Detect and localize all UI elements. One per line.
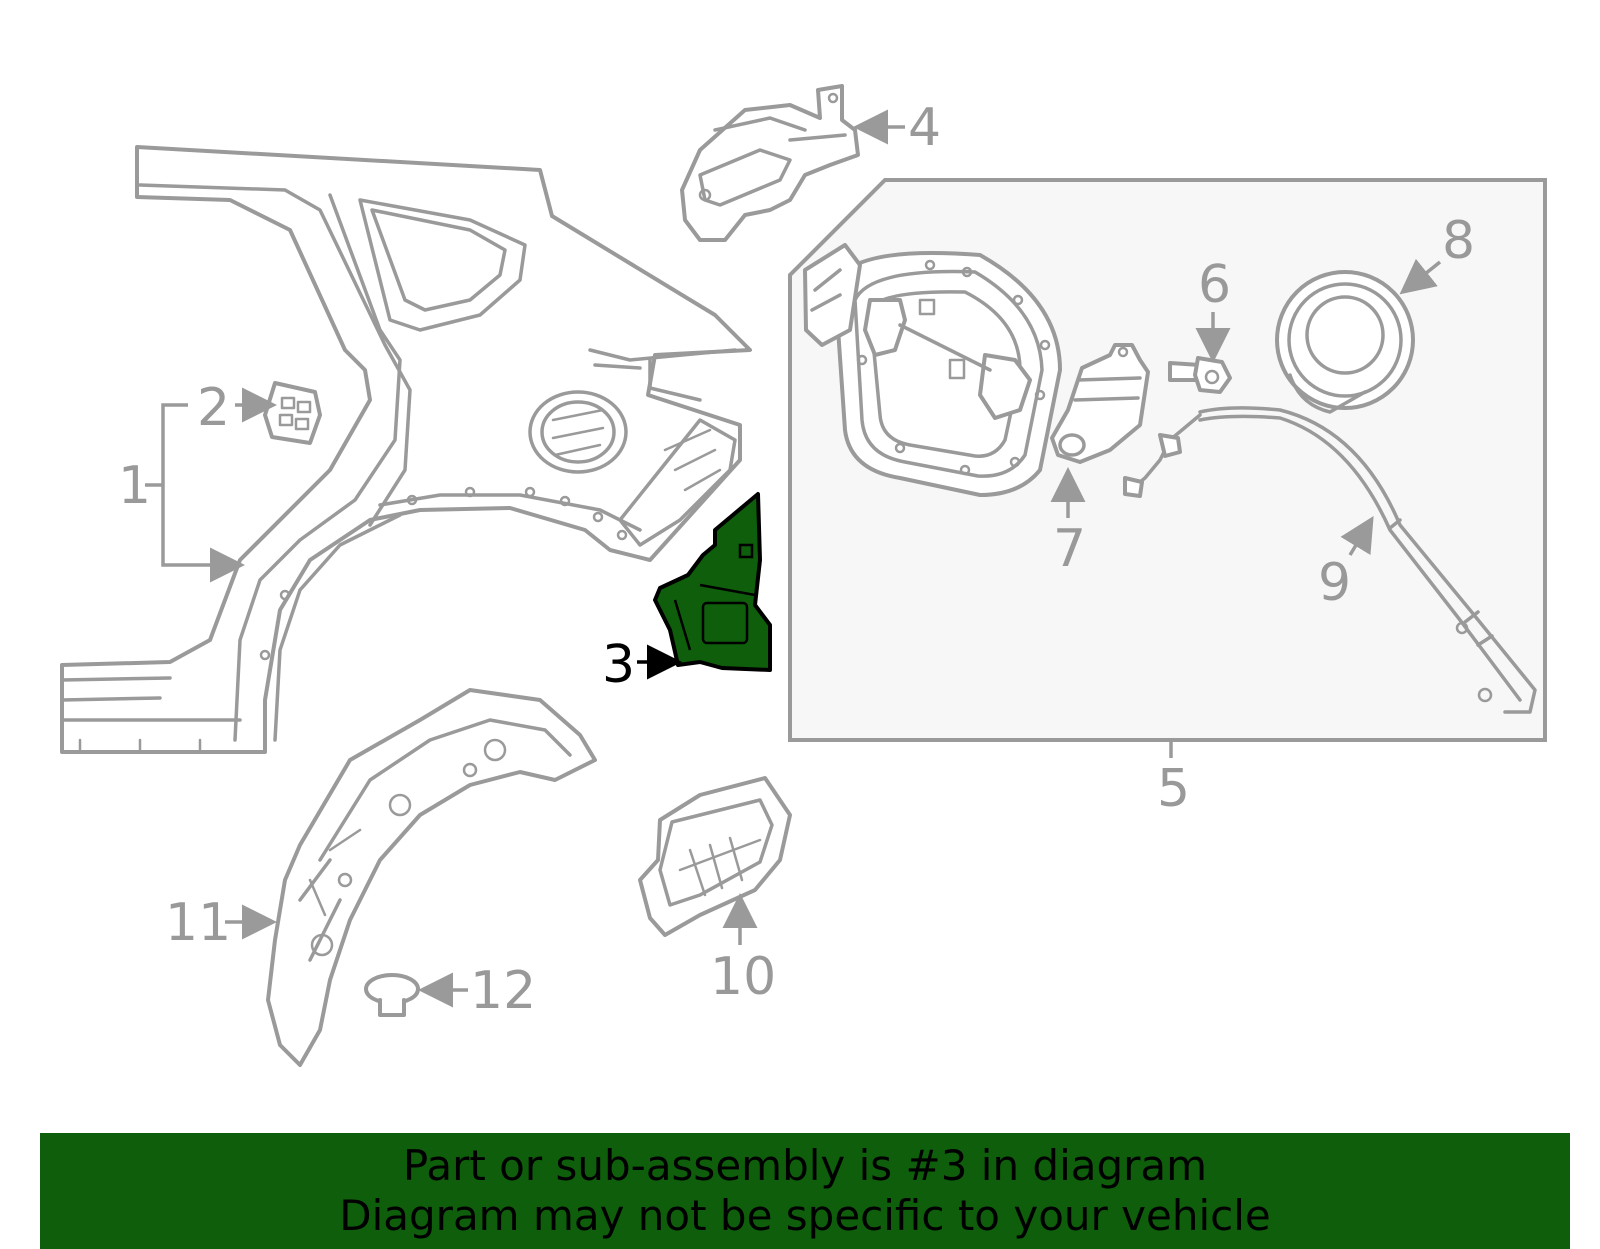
- bolt-part-6: [1168, 356, 1232, 394]
- clip-part-12: [364, 973, 420, 1017]
- callout-1: 1: [118, 456, 151, 516]
- quarter-panel-part-1: [60, 145, 752, 754]
- callout-8: 8: [1442, 211, 1475, 271]
- callout-3: 3: [602, 635, 635, 695]
- callout-10: 10: [710, 947, 776, 1007]
- callout-12: 12: [470, 961, 536, 1021]
- banner-line-1: Part or sub-assembly is #3 in diagram: [402, 1141, 1208, 1190]
- fuel-door-assembly-inset-part-5: [788, 178, 1547, 742]
- wheel-house-liner-part-11: [266, 688, 597, 1067]
- callout-2: 2: [197, 378, 230, 438]
- fuel-cap-part-8: [1275, 270, 1415, 414]
- fuel-filler-housing: [803, 243, 1062, 497]
- callout-6: 6: [1198, 255, 1231, 315]
- info-banner: Part or sub-assembly is #3 in diagram Di…: [40, 1133, 1570, 1249]
- release-cable-part-9: [1123, 406, 1537, 714]
- bracket-part-2: [263, 381, 322, 445]
- leader-lines: [145, 109, 1442, 1008]
- callout-4: 4: [908, 98, 941, 158]
- fuel-door-housing-part-4: [680, 84, 860, 242]
- callout-7: 7: [1053, 519, 1086, 579]
- splash-shield-part-10: [638, 776, 792, 937]
- callout-5: 5: [1157, 759, 1190, 819]
- callout-11: 11: [165, 893, 231, 953]
- callout-9: 9: [1318, 553, 1351, 613]
- lock-actuator-part-7: [1050, 343, 1150, 464]
- banner-line-2: Diagram may not be specific to your vehi…: [339, 1191, 1271, 1240]
